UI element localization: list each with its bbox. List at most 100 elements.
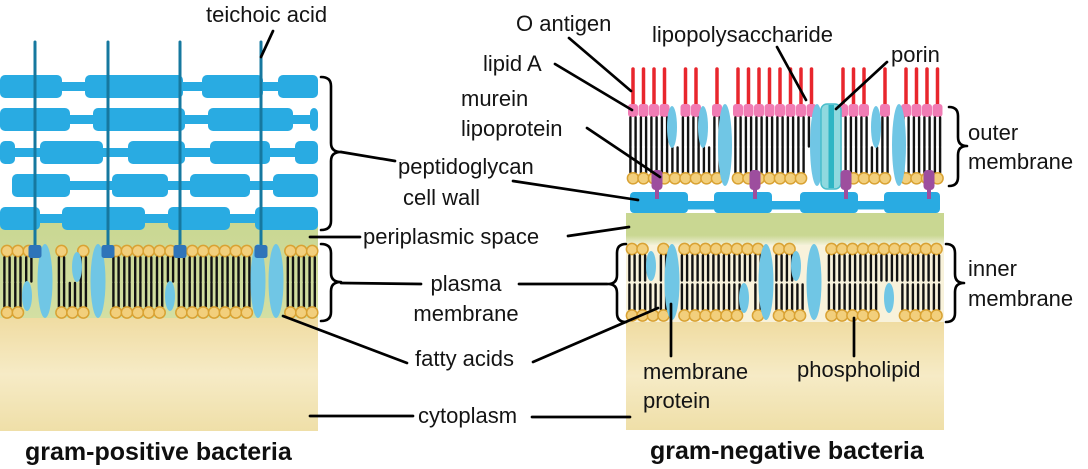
peptidoglycan-strand bbox=[85, 75, 183, 98]
label-teichoic-acid: teichoic acid bbox=[206, 2, 328, 27]
label-murein-line1: murein bbox=[461, 86, 529, 111]
label-periplasmic-space: periplasmic space bbox=[363, 224, 540, 249]
title-gram-positive: gram-positive bacteria bbox=[25, 438, 292, 466]
brace-plasma-membrane bbox=[319, 242, 343, 323]
membrane-protein-ellipse bbox=[758, 244, 774, 320]
lipid-a-head bbox=[785, 104, 796, 117]
brace-inner-membrane-left bbox=[606, 242, 628, 324]
phospholipid-head bbox=[218, 306, 232, 319]
peptidoglycan-crosslink bbox=[68, 115, 95, 124]
membrane-protein-ellipse bbox=[90, 244, 106, 318]
phospholipid-head bbox=[240, 244, 254, 258]
membrane-protein-ellipse bbox=[268, 244, 284, 318]
peptidoglycan-strand bbox=[278, 75, 318, 98]
membrane-protein-ellipse bbox=[667, 106, 677, 148]
phospholipid-head bbox=[229, 244, 243, 258]
label-outer-membrane-line1: outer bbox=[968, 120, 1019, 145]
murein-lipoprotein-stem bbox=[927, 186, 931, 199]
peptidoglycan-crosslink bbox=[13, 148, 42, 157]
phospholipid-head bbox=[730, 309, 744, 322]
phospholipid-head bbox=[185, 244, 199, 258]
label-murein-line2: lipoprotein bbox=[461, 116, 563, 141]
peptidoglycan-strand bbox=[112, 174, 168, 197]
phospholipid-head bbox=[888, 242, 901, 256]
membrane-protein-ellipse bbox=[22, 281, 32, 311]
label-inner-membrane-line2: membrane bbox=[968, 286, 1074, 311]
phospholipid-head bbox=[720, 309, 733, 322]
peptidoglycan-strand bbox=[630, 192, 688, 213]
peptidoglycan-strand bbox=[273, 174, 318, 197]
phospholipid-head bbox=[284, 244, 297, 258]
phospholipid-head bbox=[731, 171, 745, 185]
membrane-protein-ellipse bbox=[165, 281, 175, 311]
label-phospholipid: phospholipid bbox=[797, 357, 921, 382]
label-plasma-membrane: plasma membrane bbox=[396, 269, 536, 329]
phospholipid-head bbox=[783, 309, 796, 322]
phospholipid-head bbox=[294, 306, 308, 319]
phospholipid-head bbox=[131, 306, 145, 319]
label-lipopolysaccharide: lipopolysaccharide bbox=[652, 22, 833, 47]
lipid-a-head bbox=[764, 104, 775, 117]
label-peptidoglycan-line1: peptidoglycan bbox=[398, 154, 534, 179]
gram-negative-periplasmic-space bbox=[626, 213, 944, 245]
label-outer-membrane-line2: membrane bbox=[968, 149, 1074, 174]
lipid-a-head bbox=[775, 104, 785, 117]
lipid-a-head bbox=[691, 104, 701, 117]
phospholipid-head bbox=[689, 171, 703, 185]
peptidoglycan-strand bbox=[800, 192, 858, 213]
line-peptidoglycan-left bbox=[339, 150, 397, 163]
phospholipid-head bbox=[846, 242, 859, 256]
peptidoglycan-strand bbox=[0, 207, 40, 230]
phospholipid-head bbox=[898, 309, 912, 322]
label-cytoplasm: cytoplasm bbox=[418, 403, 518, 428]
phospholipid-head bbox=[741, 242, 754, 256]
peptidoglycan-strand bbox=[190, 174, 250, 197]
peptidoglycan-strand bbox=[310, 108, 318, 131]
lipid-a-head bbox=[796, 104, 806, 117]
line-peptidoglycan-right bbox=[511, 179, 640, 202]
membrane-protein-ellipse bbox=[871, 106, 881, 148]
peptidoglycan-crosslink bbox=[38, 214, 64, 223]
peptidoglycan-crosslink bbox=[686, 201, 716, 210]
peptidoglycan-crosslink bbox=[181, 82, 204, 91]
label-membrane-protein: membrane protein bbox=[643, 357, 748, 415]
phospholipid-head bbox=[76, 244, 90, 258]
phospholipid-head bbox=[207, 244, 221, 258]
line-periplasmic-right bbox=[566, 225, 631, 238]
membrane-protein-ellipse bbox=[718, 104, 732, 186]
peptidoglycan-strand bbox=[884, 192, 940, 213]
peptidoglycan-crosslink bbox=[770, 201, 802, 210]
phospholipid-head bbox=[688, 309, 702, 322]
phospholipid-head bbox=[153, 244, 166, 258]
peptidoglycan-strand bbox=[202, 75, 263, 98]
phospholipid-head bbox=[55, 306, 68, 319]
peptidoglycan-strand bbox=[128, 141, 185, 164]
gram-negative-cytoplasm bbox=[626, 322, 944, 430]
phospholipid-head bbox=[196, 306, 210, 319]
membrane-protein-ellipse bbox=[698, 106, 708, 148]
phospholipid-head bbox=[856, 309, 870, 322]
phospholipid-head bbox=[783, 242, 796, 256]
brace-inner-membrane-right bbox=[944, 242, 966, 324]
peptidoglycan-crosslink bbox=[261, 82, 280, 91]
membrane-protein-ellipse bbox=[250, 244, 266, 318]
phospholipid-head bbox=[794, 171, 808, 185]
membrane-protein-ellipse bbox=[892, 104, 906, 186]
phospholipid-head bbox=[772, 242, 786, 256]
membrane-protein-ellipse bbox=[37, 244, 53, 318]
teichoic-acid-anchor bbox=[101, 245, 115, 258]
phospholipid-head bbox=[109, 306, 123, 319]
lipid-a-head bbox=[922, 104, 932, 117]
peptidoglycan-strand bbox=[62, 207, 145, 230]
phospholipid-head bbox=[699, 242, 712, 256]
peptidoglycan-crosslink bbox=[183, 115, 210, 124]
label-fatty-acids: fatty acids bbox=[415, 346, 515, 371]
phospholipid-head bbox=[877, 242, 891, 256]
murein-lipoprotein-stem bbox=[655, 186, 659, 199]
peptidoglycan-crosslink bbox=[268, 148, 297, 157]
lipid-a-head bbox=[659, 104, 670, 117]
phospholipid-head bbox=[868, 171, 881, 185]
phospholipid-head bbox=[637, 171, 650, 185]
membrane-protein-ellipse bbox=[72, 252, 82, 282]
phospholipid-head bbox=[825, 309, 838, 322]
